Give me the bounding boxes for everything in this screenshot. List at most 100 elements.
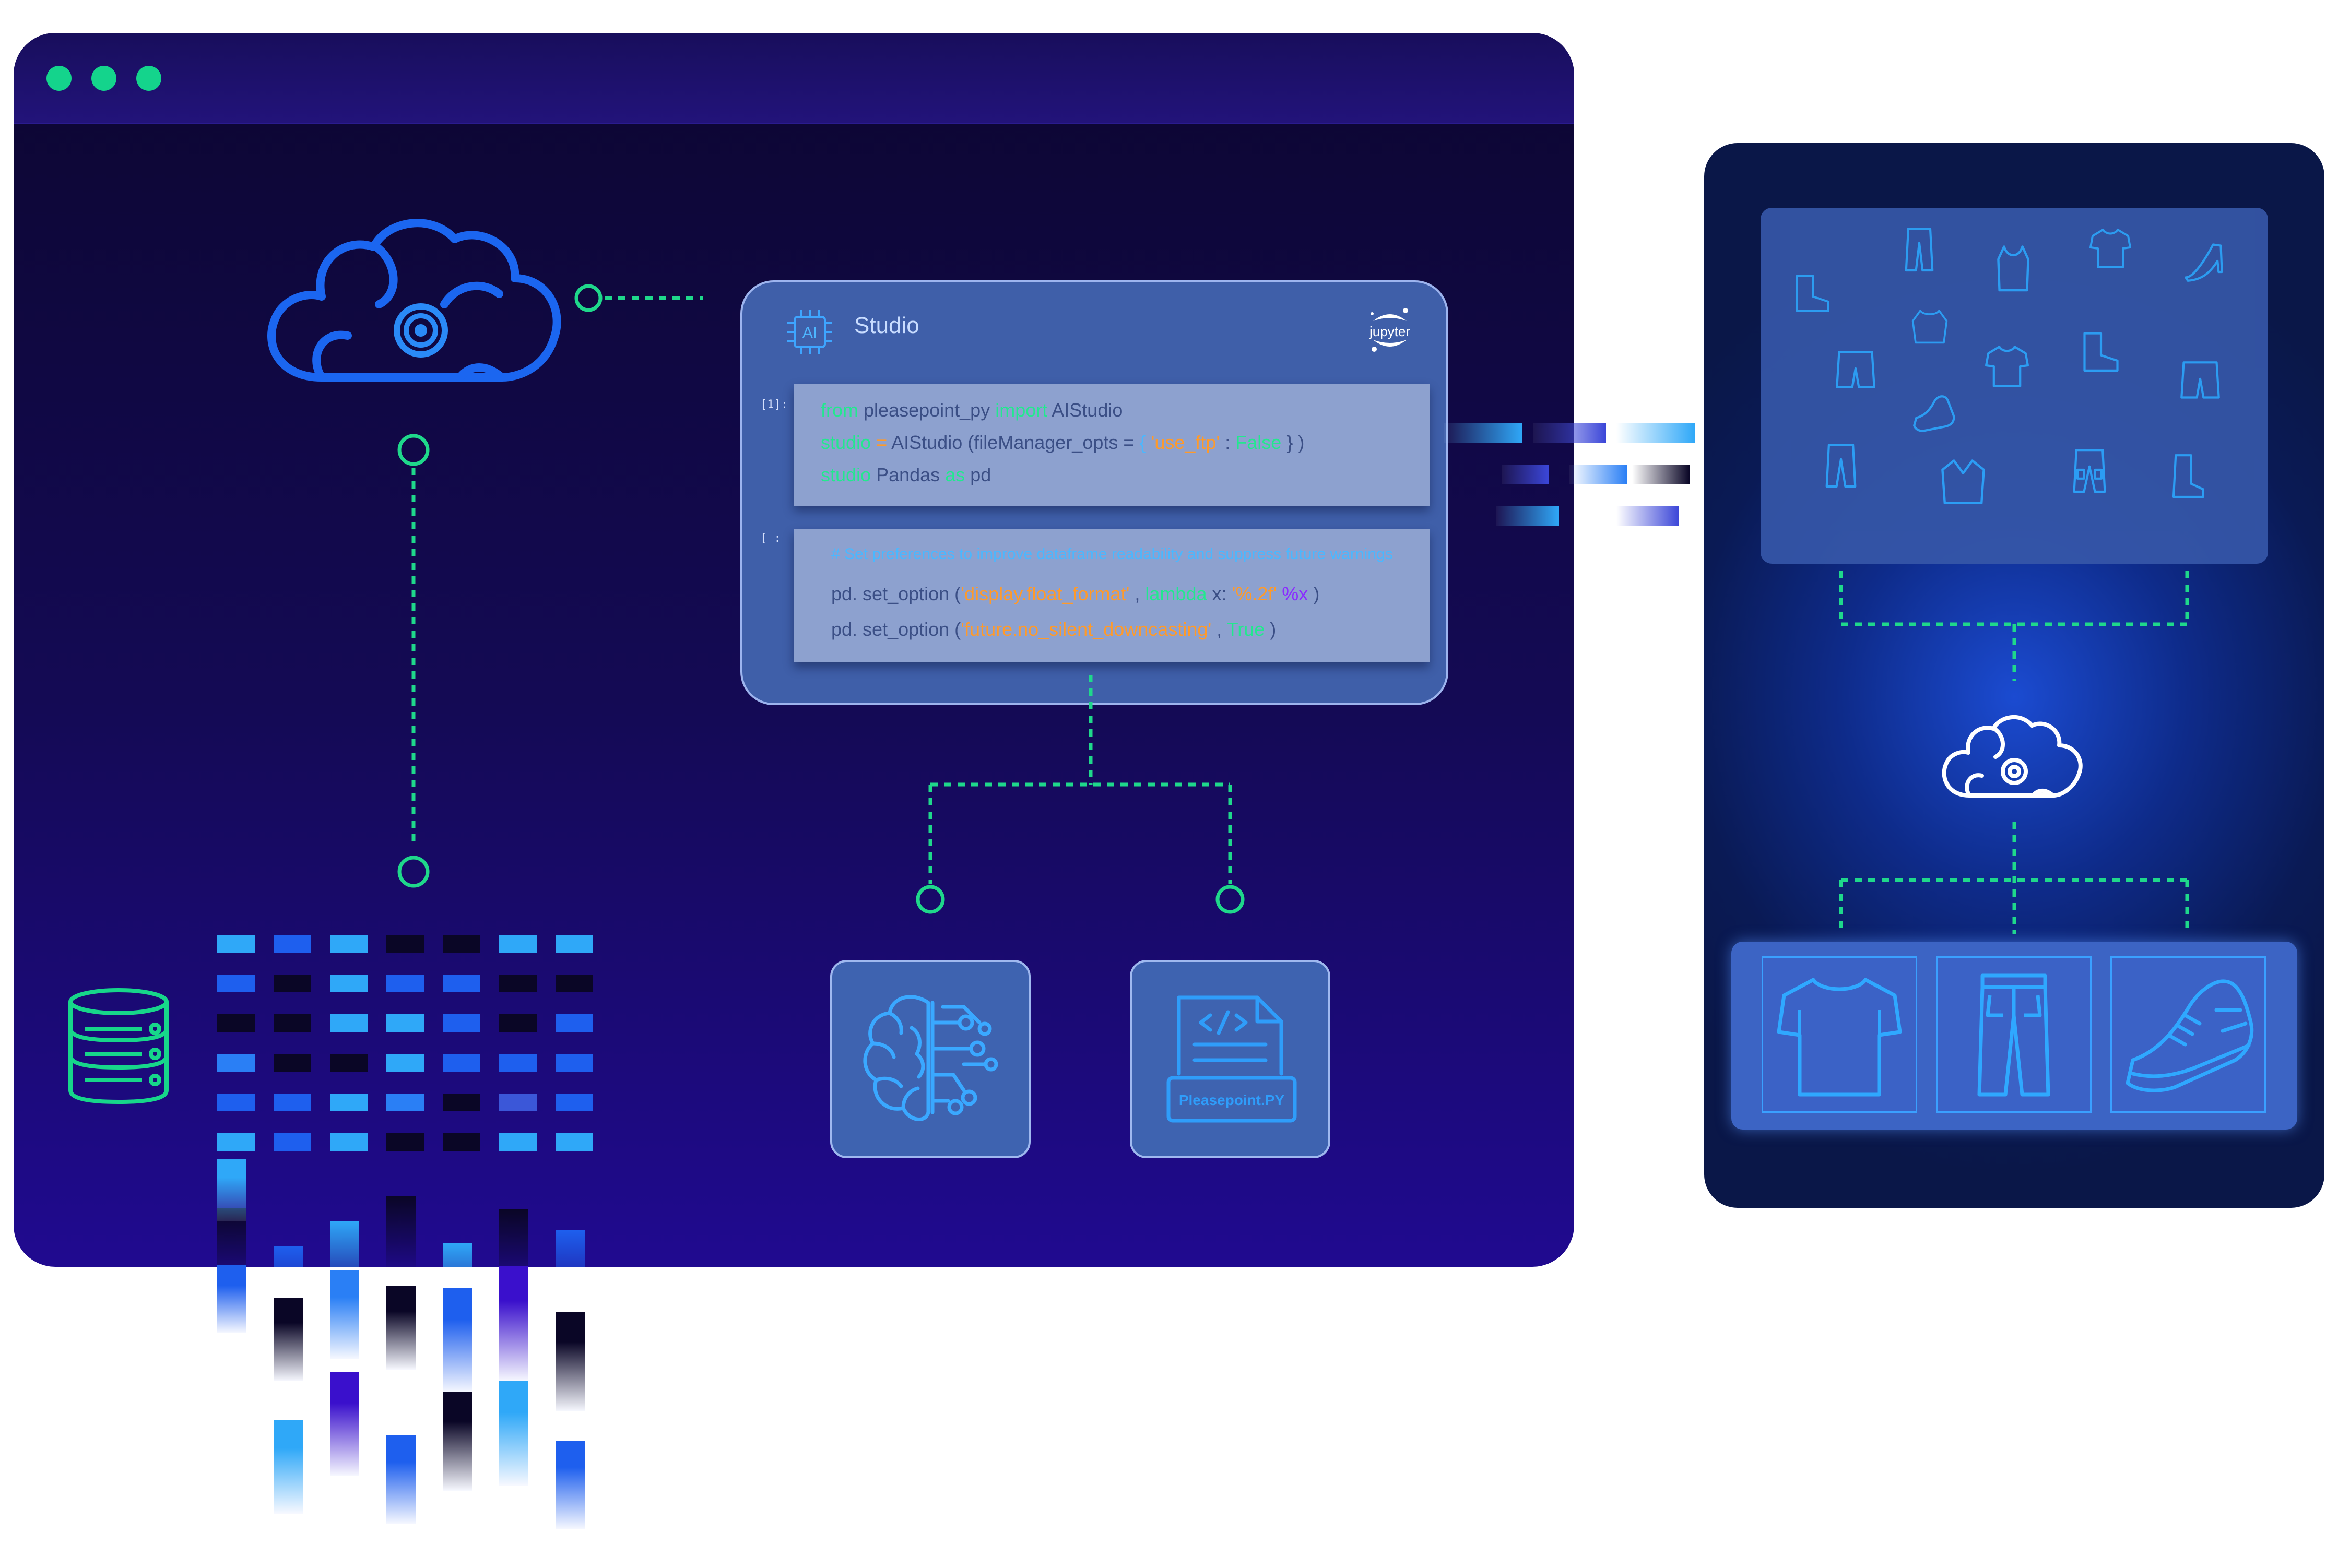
- product-tile-tshirt[interactable]: [1762, 956, 1917, 1113]
- ai-brain-icon: [863, 995, 998, 1121]
- sweater-icon: [1911, 310, 1948, 344]
- boots-icon: [1796, 275, 1829, 312]
- data-cell: [330, 935, 368, 953]
- classified-products-bar: [1731, 942, 2297, 1130]
- code-token: :: [1225, 432, 1236, 453]
- panel-connectors: [1839, 571, 2189, 934]
- cloud-brain-icon: [267, 219, 561, 382]
- data-cell: [556, 1133, 593, 1151]
- data-cell: [443, 1054, 480, 1072]
- shorts-icon: [1836, 351, 1875, 388]
- data-bar: [330, 1221, 359, 1267]
- jupyter-label: jupyter: [1369, 324, 1411, 339]
- code-token: 'display.float_format': [961, 583, 1130, 604]
- tank-top-icon: [1997, 245, 2029, 292]
- ai-chip-icon: AI: [787, 310, 832, 354]
- data-cell: [556, 1014, 593, 1032]
- code-token: pleasepoint_py: [864, 399, 996, 421]
- data-cell: [499, 1014, 537, 1032]
- code-token: AIStudio (fileManager_opts =: [891, 432, 1140, 453]
- data-cell: [556, 935, 593, 953]
- falling-data-bar: [274, 1420, 303, 1514]
- code-token: import: [995, 399, 1052, 421]
- data-cell: [217, 935, 255, 953]
- code-cell-2[interactable]: # Set preferences to improve dataframe r…: [794, 529, 1430, 662]
- connector-node: [397, 434, 430, 466]
- ai-brain-card[interactable]: [830, 960, 1031, 1158]
- code-token: x:: [1207, 583, 1232, 604]
- data-cell: [499, 935, 537, 953]
- code-token: ): [1265, 619, 1277, 640]
- falling-data-bar: [274, 1298, 303, 1381]
- cloud-brain-icon: [1942, 715, 2083, 798]
- code-line: from pleasepoint_py import AIStudio: [821, 399, 1123, 421]
- data-cell: [556, 1094, 593, 1111]
- data-cell: [217, 975, 255, 992]
- data-cell: [217, 1133, 255, 1151]
- data-cell: [443, 935, 480, 953]
- code-token: pd: [965, 464, 991, 485]
- code-token: %x: [1277, 583, 1308, 604]
- cell-1-prompt: [1]:: [760, 398, 788, 411]
- cell-2-prompt: [ :: [760, 532, 781, 545]
- stream-bar: [1496, 506, 1559, 526]
- falling-data-bar: [556, 1312, 585, 1411]
- product-tile-sneaker[interactable]: [2110, 956, 2266, 1113]
- data-cell: [274, 1014, 311, 1032]
- data-cell: [217, 1094, 255, 1111]
- code-token: # Set preferences to improve dataframe r…: [831, 545, 1393, 563]
- data-cell: [386, 1054, 424, 1072]
- tshirt-icon: [1777, 978, 1902, 1097]
- connector-node: [916, 885, 945, 914]
- python-file-icon: Pleasepoint.PY: [1166, 995, 1297, 1123]
- window-close-dot[interactable]: [46, 66, 72, 91]
- data-cell: [330, 1014, 368, 1032]
- python-file-card[interactable]: Pleasepoint.PY: [1130, 960, 1330, 1158]
- data-cell: [274, 935, 311, 953]
- boots-icon: [2083, 332, 2119, 372]
- cargo-pants-icon: [2073, 449, 2106, 493]
- code-token: Pandas: [871, 464, 946, 485]
- code-token: as: [945, 464, 965, 485]
- falling-data-bar: [556, 1441, 585, 1529]
- shorts-icon: [2180, 361, 2220, 399]
- data-bar: [274, 1246, 303, 1267]
- code-line: pd. set_option ('display.float_format' ,…: [831, 583, 1319, 605]
- sneaker-icon: [2126, 979, 2254, 1092]
- stream-bar: [1616, 423, 1695, 443]
- data-cell: [443, 1094, 480, 1111]
- data-cell: [274, 1054, 311, 1072]
- code-token: AIStudio: [1052, 399, 1123, 421]
- product-tile-jeans[interactable]: [1936, 956, 2092, 1113]
- falling-data-bar: [330, 1270, 359, 1359]
- window-titlebar: [14, 33, 1574, 124]
- data-cell: [499, 975, 537, 992]
- falling-data-bars: [217, 1159, 614, 1566]
- window-maximize-dot[interactable]: [136, 66, 161, 91]
- ai-studio-notebook[interactable]: AI Studio jupyter [1]: from pleasepoint_…: [740, 280, 1448, 705]
- data-bars-grid: [217, 935, 624, 1267]
- jeans-icon: [1977, 973, 2050, 1097]
- tshirt-icon: [2089, 229, 2131, 268]
- data-cell: [330, 1133, 368, 1151]
- high-heel-icon: [2185, 243, 2223, 282]
- data-cell: [386, 1014, 424, 1032]
- code-line: pd. set_option ('future.no_silent_downca…: [831, 619, 1276, 640]
- falling-data-bar: [443, 1288, 472, 1393]
- code-token: {: [1139, 432, 1146, 453]
- data-cell: [499, 1054, 537, 1072]
- falling-data-bar: [330, 1372, 359, 1476]
- code-token: ,: [1129, 583, 1146, 604]
- falling-data-bar: [217, 1265, 246, 1333]
- stream-bar: [1632, 465, 1690, 484]
- data-cell: [556, 1054, 593, 1072]
- stream-bar: [1533, 423, 1606, 443]
- connector-node: [397, 856, 430, 888]
- stream-bar: [1616, 506, 1679, 526]
- data-cell: [499, 1133, 537, 1151]
- data-cell: [386, 935, 424, 953]
- code-cell-1[interactable]: from pleasepoint_py import AIStudio stud…: [794, 384, 1430, 506]
- data-bar: [443, 1243, 472, 1267]
- apparel-classification-panel: [1704, 143, 2324, 1208]
- window-minimize-dot[interactable]: [91, 66, 116, 91]
